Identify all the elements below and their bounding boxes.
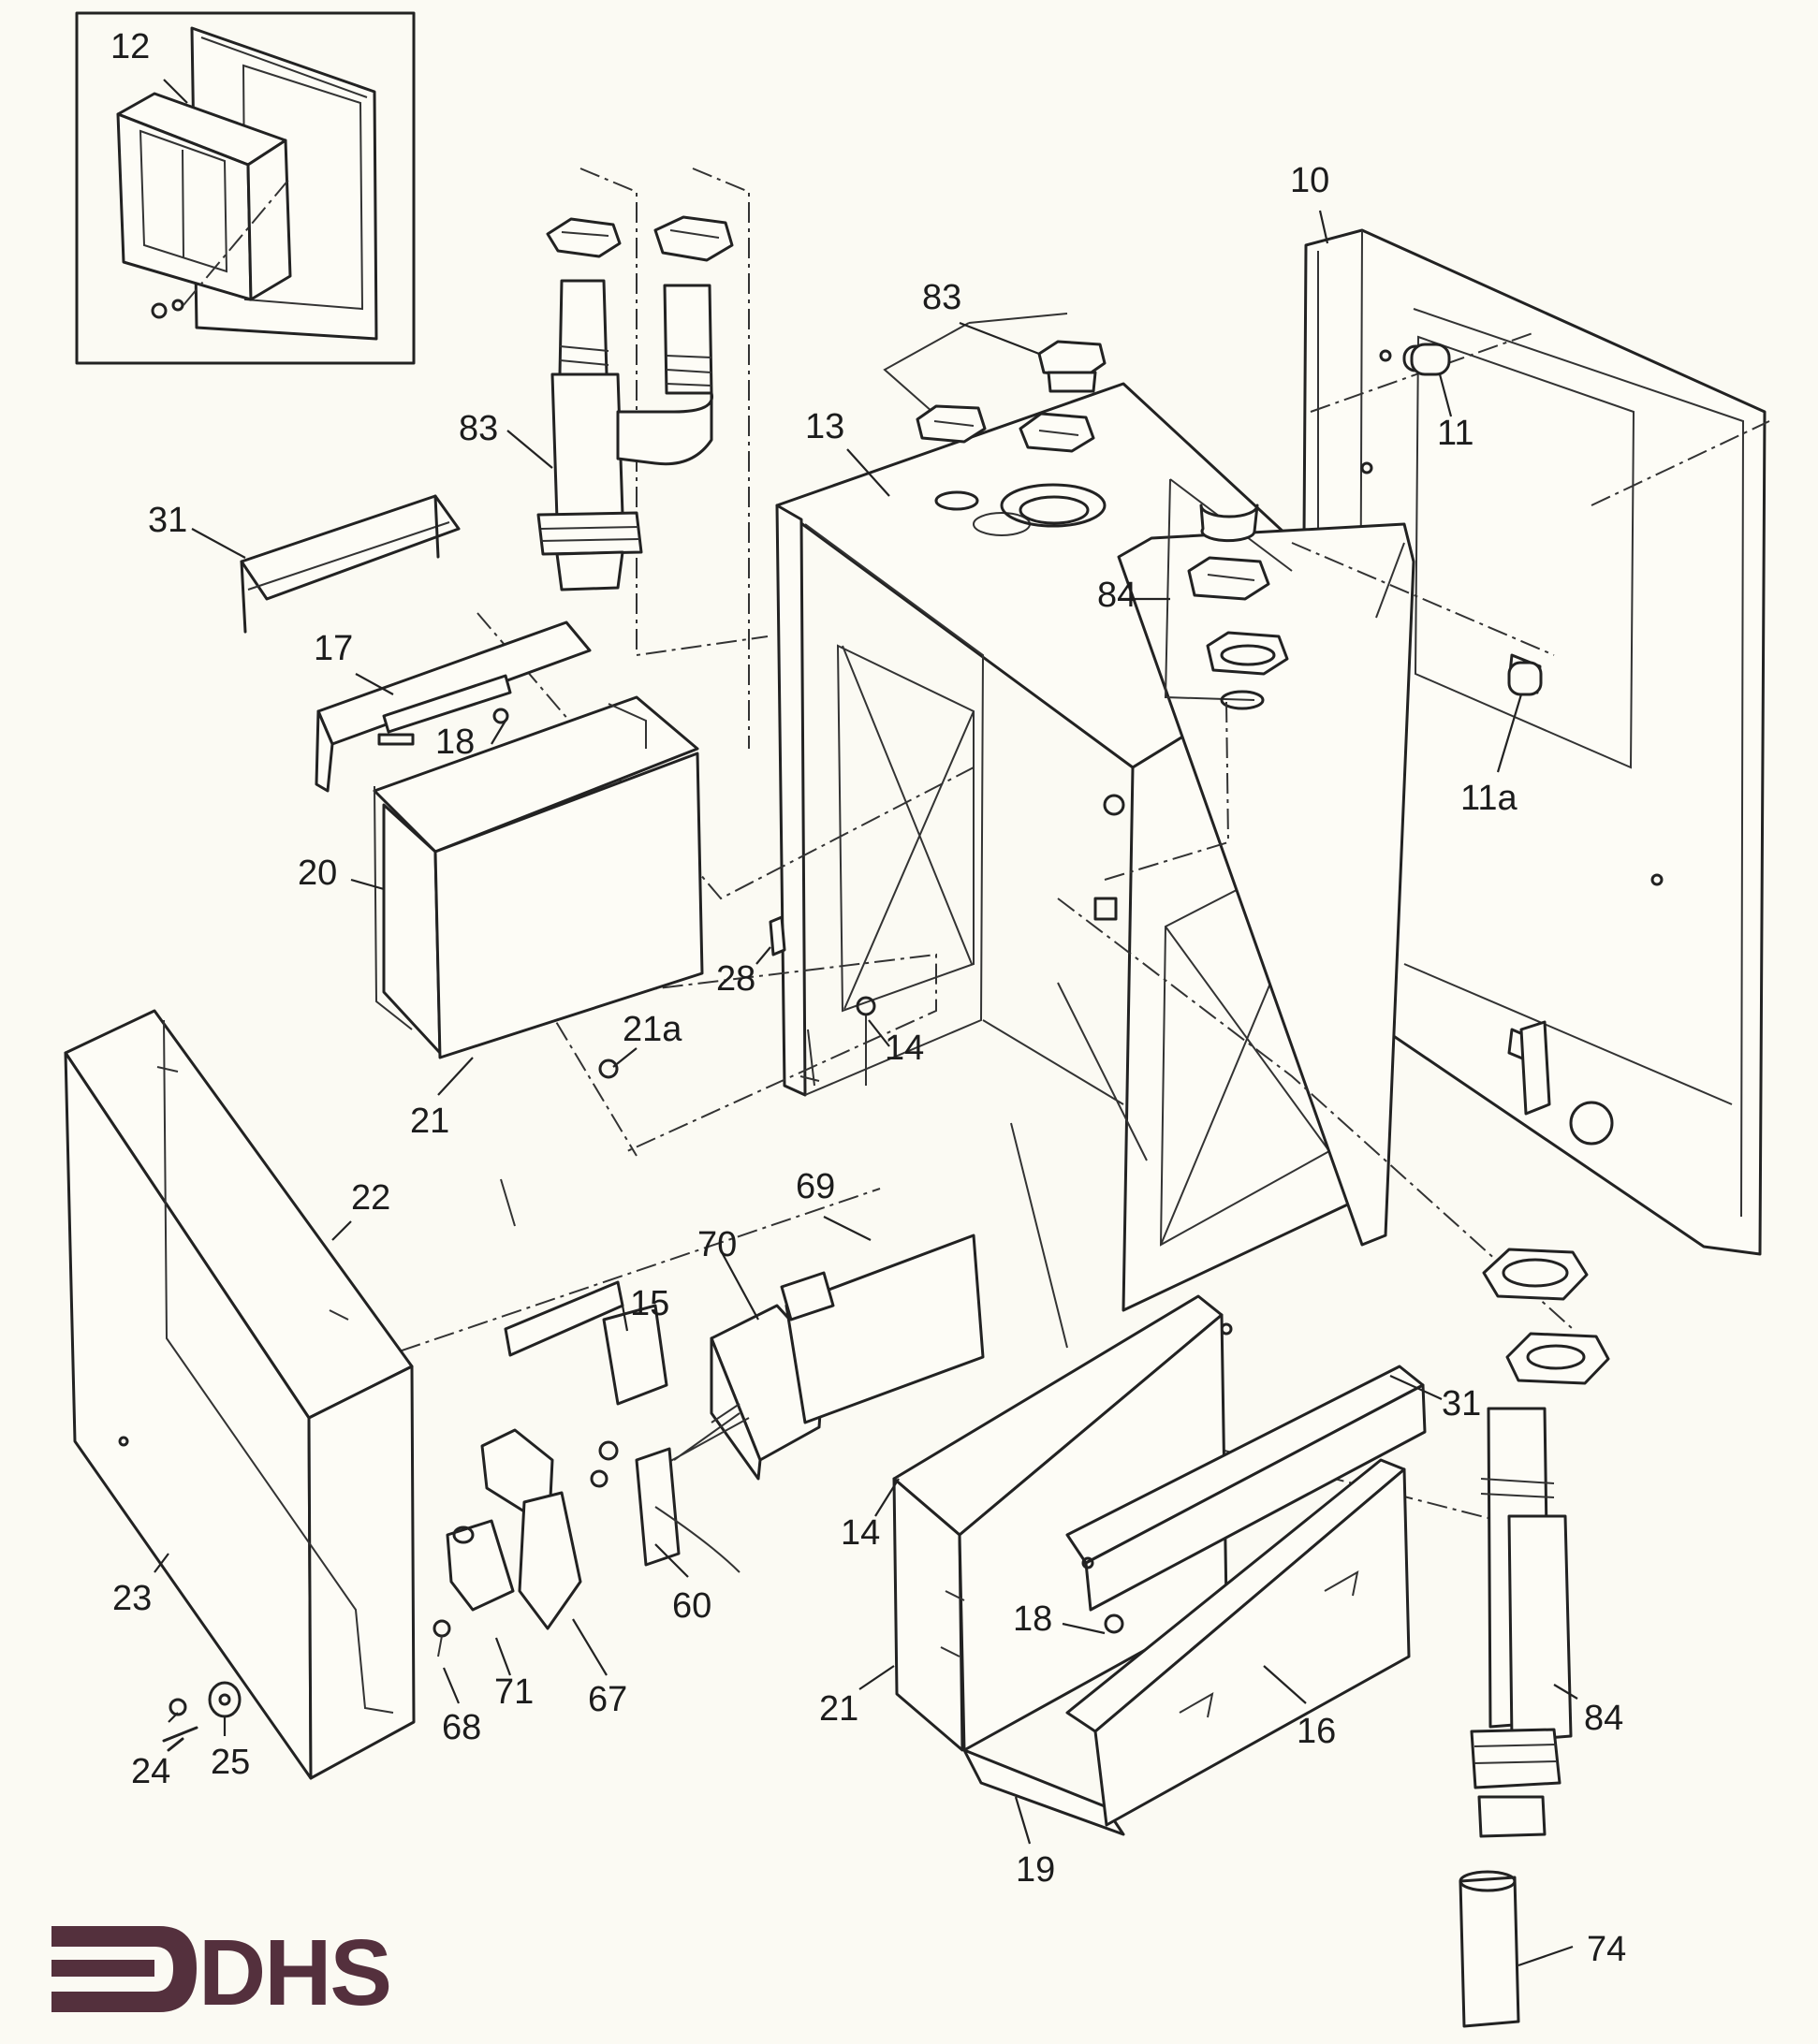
label-15: 15: [630, 1284, 669, 1323]
label-22: 22: [351, 1178, 390, 1218]
label-23: 23: [112, 1579, 152, 1618]
label-67: 67: [588, 1680, 627, 1719]
dhs-logo-text: DHS: [198, 1920, 392, 2025]
label-19: 19: [1016, 1850, 1055, 1890]
label-70: 70: [697, 1225, 737, 1264]
spigot-11a: [1507, 661, 1543, 696]
flue-pipe-assembly-83: [536, 168, 769, 749]
label-11a: 11a: [1460, 779, 1517, 818]
label-71: 71: [494, 1672, 534, 1712]
label-18-lower: 18: [1013, 1599, 1052, 1639]
label-13: 13: [805, 407, 844, 446]
label-74: 74: [1587, 1930, 1626, 1969]
plinth-16: [1065, 1458, 1411, 1827]
flue-pipe-assembly-84: [1459, 1248, 1610, 2028]
gas-valve-controls: [433, 1178, 985, 1657]
label-83-top: 83: [922, 278, 961, 317]
flue-fittings-84-top: [1104, 478, 1293, 881]
bracket-31-top: [240, 494, 461, 634]
part-labels: 12 10 83 13 83 11 31 17 84 18 11a 20 28 …: [110, 27, 1626, 1969]
callout-lines: [154, 79, 1578, 1967]
label-11: 11: [1437, 414, 1473, 453]
label-20: 20: [298, 854, 337, 893]
label-31-lower: 31: [1442, 1384, 1481, 1424]
bottom-tray-19: [962, 1748, 1125, 1836]
label-69: 69: [796, 1167, 835, 1206]
label-84-top: 84: [1097, 576, 1136, 615]
label-10: 10: [1290, 161, 1329, 200]
inset-detail-12: [75, 11, 416, 365]
dhs-logo-mark: [51, 1926, 197, 2012]
main-casing-13: [775, 382, 1415, 1349]
label-83-left: 83: [459, 409, 498, 448]
label-14-upper: 14: [885, 1029, 924, 1068]
label-18-upper: 18: [435, 723, 475, 762]
label-21-lower: 21: [819, 1689, 858, 1729]
label-24: 24: [131, 1752, 170, 1791]
label-16: 16: [1297, 1712, 1336, 1751]
bracket-31-lower: [1065, 1365, 1427, 1612]
label-28: 28: [716, 959, 755, 999]
label-17: 17: [314, 629, 353, 668]
spigot-11: [1410, 343, 1451, 376]
label-60: 60: [672, 1586, 711, 1626]
label-21a: 21a: [623, 1010, 682, 1049]
label-84-bottom: 84: [1584, 1699, 1623, 1738]
label-12: 12: [110, 27, 150, 66]
label-25: 25: [211, 1743, 250, 1782]
label-21-upper: 21: [410, 1102, 449, 1141]
control-box-assembly: [315, 620, 876, 1087]
flue-fittings-83-top: [883, 313, 1107, 511]
label-14-lower: 14: [841, 1513, 880, 1553]
label-68: 68: [442, 1708, 481, 1747]
label-31-top: 31: [148, 501, 187, 540]
front-panel-23: [64, 1009, 416, 1780]
